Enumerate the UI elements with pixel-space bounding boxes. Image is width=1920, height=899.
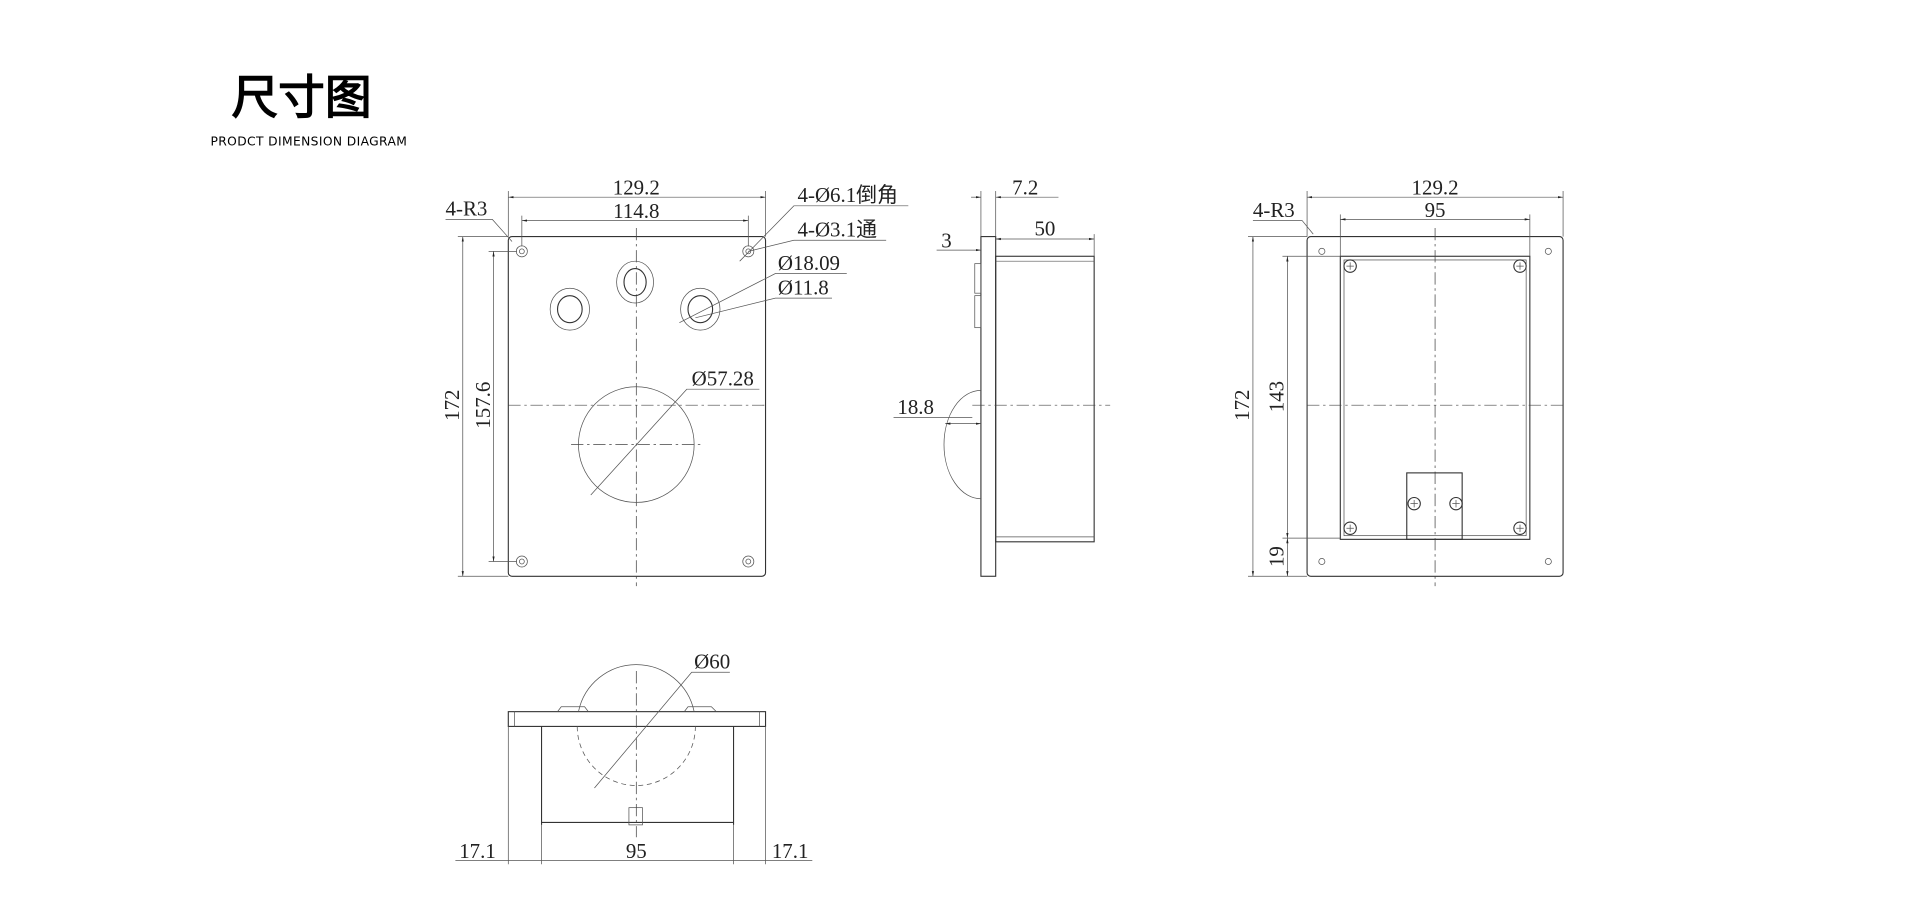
button-outer-dia-label: Ø18.09	[778, 251, 840, 275]
left-margin-dim: 17.1	[459, 839, 496, 863]
speaker-hole-dia-label: Ø57.28	[692, 366, 754, 390]
bottom-body-width-dim: 95	[626, 839, 647, 863]
side-body	[995, 255, 1095, 543]
bottom-view: Ø60 17.1 95 17.1	[455, 650, 813, 865]
buttons	[549, 260, 721, 331]
side-view: 7.2 3 50 18.8	[893, 176, 1111, 577]
back-view: 129.2 95 172 143 19 4-R3	[1230, 176, 1564, 587]
back-body-height-dim: 143	[1265, 381, 1289, 412]
back-width-dim: 129.2	[1412, 176, 1459, 200]
back-corner-radius-label: 4-R3	[1253, 198, 1295, 222]
button-inner-dia-label: Ø11.8	[778, 275, 829, 299]
front-plate	[507, 236, 767, 577]
bottom-dome	[578, 664, 695, 712]
screw-icons	[1343, 259, 1527, 535]
dome-diameter-label: Ø60	[694, 650, 730, 674]
dome-protrusion-dim: 18.8	[897, 395, 934, 419]
chamfer-hole-label: 4-Ø6.1倒角	[798, 183, 898, 207]
front-view: 129.2 114.8 172 157.6 4-R3 4-Ø6.1倒角 4-Ø3…	[440, 176, 909, 587]
bottom-plate	[507, 711, 767, 727]
lip-dim: 3	[941, 229, 951, 253]
front-width-dim: 129.2	[613, 176, 660, 200]
cable-tab	[1406, 472, 1463, 540]
depth-dim: 50	[1034, 216, 1055, 240]
side-dome	[943, 390, 981, 500]
front-hole-spacing-x-dim: 114.8	[613, 199, 659, 223]
flange-thickness-dim: 7.2	[1012, 176, 1038, 200]
right-margin-dim: 17.1	[772, 839, 809, 863]
bottom-offset-dim: 19	[1265, 546, 1289, 567]
front-hole-spacing-y-dim: 157.6	[471, 382, 495, 429]
back-height-dim: 172	[1230, 390, 1254, 421]
front-height-dim: 172	[440, 390, 464, 421]
mounting-holes	[515, 245, 755, 568]
through-hole-label: 4-Ø3.1通	[798, 218, 878, 242]
side-flange	[980, 236, 997, 577]
front-corner-radius-label: 4-R3	[446, 197, 488, 221]
page-subtitle: PRODCT DIMENSION DIAGRAM	[210, 134, 407, 148]
back-body-width-dim: 95	[1425, 198, 1446, 222]
page-title: 尺寸图	[231, 72, 371, 126]
